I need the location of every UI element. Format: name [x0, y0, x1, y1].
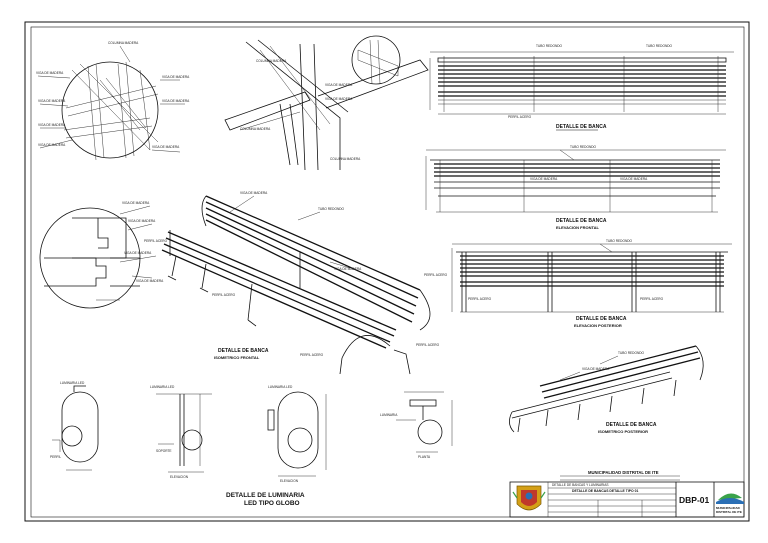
joint-perspective-detail: COLUMNA MADERA VIGA DE MADERA VIGA DE MA… — [224, 35, 429, 171]
svg-text:SOPORTE: SOPORTE — [156, 449, 172, 453]
bench-elevation-2: TUBO REDONDO VIGA DE MADERA VIGA DE MADE… — [425, 145, 726, 230]
municipal-seal — [512, 485, 546, 511]
bench-detail-2-sub: ELEVACION FRONTAL — [556, 225, 600, 230]
svg-text:VIGA DE MADERA: VIGA DE MADERA — [122, 201, 150, 205]
svg-text:VIGA DE MADERA: VIGA DE MADERA — [38, 143, 66, 147]
svg-text:VIGA DE MADERA: VIGA DE MADERA — [334, 267, 362, 271]
bench-detail-3-sub: ELEVACION POSTERIOR — [574, 323, 622, 328]
svg-text:TUBO REDONDO: TUBO REDONDO — [606, 239, 633, 243]
svg-text:VIGA DE MADERA: VIGA DE MADERA — [152, 145, 180, 149]
title-block: MUNICIPALIDAD DISTRITAL DE ITE DETALLE D… — [509, 470, 745, 518]
svg-text:ELEVACION: ELEVACION — [170, 475, 189, 479]
svg-text:LUMINARIA LED: LUMINARIA LED — [150, 385, 175, 389]
logo-text-line1: MUNICIPALIDAD — [716, 506, 741, 510]
svg-text:TUBO REDONDO: TUBO REDONDO — [618, 351, 645, 355]
bench-isometric-main: TUBO REDONDO VIGA DE MADERA VIGA DE MADE… — [144, 191, 440, 375]
bench-isometric-small: VIGA DE MADERA TUBO REDONDO DETALLE DE B… — [509, 345, 704, 434]
svg-text:VIGA DE MADERA: VIGA DE MADERA — [36, 71, 64, 75]
luminaire-detail-3: LUMINARIA LED ELEVACION — [267, 385, 327, 483]
svg-text:PLANTA: PLANTA — [418, 455, 431, 459]
svg-text:DETALLE DE BANCAS Y LUMINARIAS: DETALLE DE BANCAS Y LUMINARIAS — [552, 483, 609, 487]
svg-text:TUBO REDONDO: TUBO REDONDO — [318, 207, 345, 211]
svg-text:ELEVACION: ELEVACION — [280, 479, 299, 483]
luminaire-detail-4: LUMINARIA PLANTA — [380, 391, 453, 459]
svg-text:VIGA DE MADERA: VIGA DE MADERA — [38, 99, 66, 103]
bench-iso-small-title: DETALLE DE BANCA — [606, 422, 657, 428]
bench-detail-3-title: DETALLE DE BANCA — [576, 316, 627, 322]
svg-text:VIGA DE MADERA: VIGA DE MADERA — [325, 83, 353, 87]
luminaire-title-line2: LED TIPO GLOBO — [244, 500, 300, 507]
outer-border — [24, 21, 750, 522]
title-block-org: MUNICIPALIDAD DISTRITAL DE ITE — [588, 470, 659, 475]
bench-detail-1-title: DETALLE DE BANCA — [556, 124, 607, 130]
svg-text:VIGA DE MADERA: VIGA DE MADERA — [136, 279, 164, 283]
svg-text:PERFIL ACERO: PERFIL ACERO — [468, 297, 492, 301]
svg-text:VIGA DE MADERA: VIGA DE MADERA — [530, 177, 558, 181]
svg-text:VIGA DE MADERA: VIGA DE MADERA — [128, 219, 156, 223]
svg-text:VIGA DE MADERA: VIGA DE MADERA — [240, 191, 268, 195]
svg-text:VIGA DE MADERA: VIGA DE MADERA — [582, 367, 610, 371]
bench-iso-main-sub: ISOMETRICO FRONTAL — [214, 355, 260, 360]
inner-border — [30, 26, 745, 518]
bench-elevation-3: TUBO REDONDO PERFIL ACERO PERFIL ACERO P… — [424, 239, 732, 328]
svg-text:TUBO REDONDO: TUBO REDONDO — [646, 44, 673, 48]
bench-elevation-1: TUBO REDONDO TUBO REDONDO PERFIL ACERO D… — [429, 44, 734, 131]
svg-text:TUBO REDONDO: TUBO REDONDO — [570, 145, 597, 149]
svg-text:PERFIL ACERO: PERFIL ACERO — [144, 239, 168, 243]
sheet-code: DBP-01 — [679, 495, 710, 505]
bench-iso-main-title: DETALLE DE BANCA — [218, 348, 269, 354]
svg-text:PERFIL ACERO: PERFIL ACERO — [212, 293, 236, 297]
svg-text:LUMINARIA LED: LUMINARIA LED — [60, 381, 85, 385]
svg-text:PERFIL: PERFIL — [50, 455, 61, 459]
luminaire-title-line1: DETALLE DE LUMINARIA — [226, 492, 305, 499]
title-block-plan-name: DETALLE DE BANCAS DETALLE TIPO 01 — [572, 489, 638, 493]
svg-text:VIGA DE MADERA: VIGA DE MADERA — [620, 177, 648, 181]
joint-detail-circle: VIGA DE MADERA VIGA DE MADERA VIGA DE MA… — [36, 41, 190, 161]
svg-text:COLUMNA MADERA: COLUMNA MADERA — [256, 59, 287, 63]
svg-text:VIGA DE MADERA: VIGA DE MADERA — [124, 251, 152, 255]
bench-iso-small-sub: ISOMETRICO POSTERIOR — [598, 429, 648, 434]
svg-text:PERFIL ACERO: PERFIL ACERO — [416, 343, 440, 347]
svg-text:COLUMNA MADERA: COLUMNA MADERA — [240, 127, 271, 131]
svg-text:TUBO REDONDO: TUBO REDONDO — [536, 44, 563, 48]
svg-text:LUMINARIA LED: LUMINARIA LED — [268, 385, 293, 389]
luminaire-detail-1: LUMINARIA LED PERFIL — [50, 381, 99, 471]
svg-text:PERFIL ACERO: PERFIL ACERO — [424, 273, 448, 277]
svg-text:LUMINARIA: LUMINARIA — [380, 413, 398, 417]
municipality-logo: MUNICIPALIDAD DISTRITAL DE ITE — [716, 493, 744, 514]
logo-text-line2: DISTRITAL DE ITE — [716, 510, 742, 514]
svg-text:PERFIL ACERO: PERFIL ACERO — [508, 115, 532, 119]
svg-text:VIGA DE MADERA: VIGA DE MADERA — [162, 75, 190, 79]
svg-text:PERFIL ACERO: PERFIL ACERO — [640, 297, 664, 301]
svg-text:COLUMNA MADERA: COLUMNA MADERA — [108, 41, 139, 45]
svg-text:VIGA DE MADERA: VIGA DE MADERA — [38, 123, 66, 127]
svg-text:VIGA DE MADERA: VIGA DE MADERA — [162, 99, 190, 103]
svg-text:COLUMNA MADERA: COLUMNA MADERA — [330, 157, 361, 161]
svg-text:VIGA DE MADERA: VIGA DE MADERA — [325, 97, 353, 101]
svg-text:PERFIL ACERO: PERFIL ACERO — [300, 353, 324, 357]
mortise-joint-detail: VIGA DE MADERA VIGA DE MADERA VIGA DE MA… — [39, 201, 164, 309]
luminaire-detail-2: LUMINARIA LED SOPORTE ELEVACION — [150, 385, 212, 479]
bench-detail-2-title: DETALLE DE BANCA — [556, 218, 607, 224]
